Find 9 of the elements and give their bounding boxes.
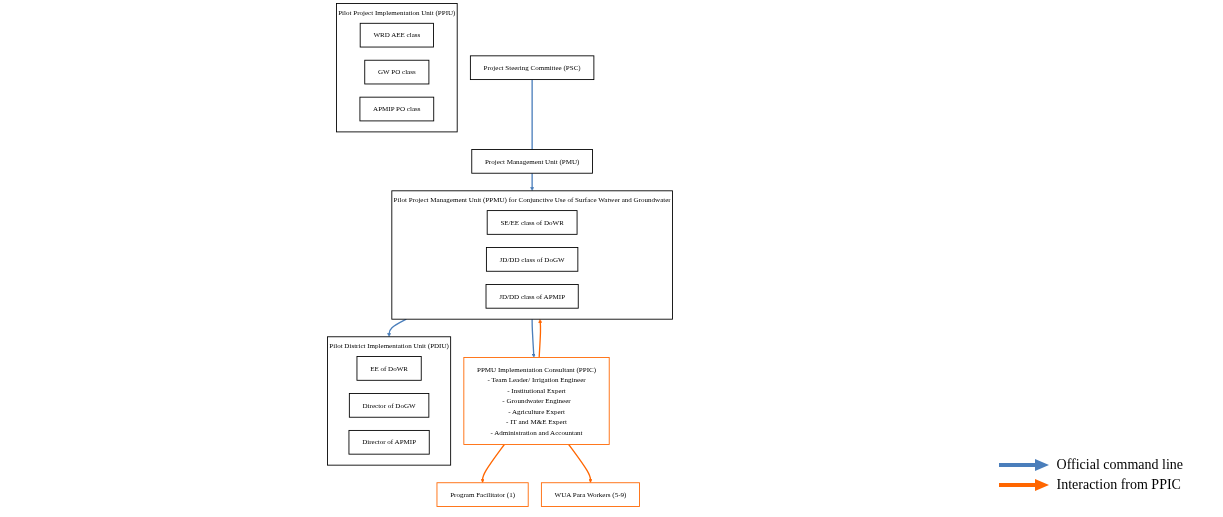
- arrow: [530, 172, 535, 191]
- legend-label: Interaction from PPIC: [1056, 477, 1181, 493]
- connector: [531, 78, 533, 151]
- arrow: [568, 443, 593, 483]
- arrow: [387, 318, 407, 337]
- arrow: [480, 443, 506, 483]
- legend-label: Official command line: [1056, 457, 1183, 473]
- arrow: [538, 319, 543, 359]
- arrow: [531, 318, 536, 358]
